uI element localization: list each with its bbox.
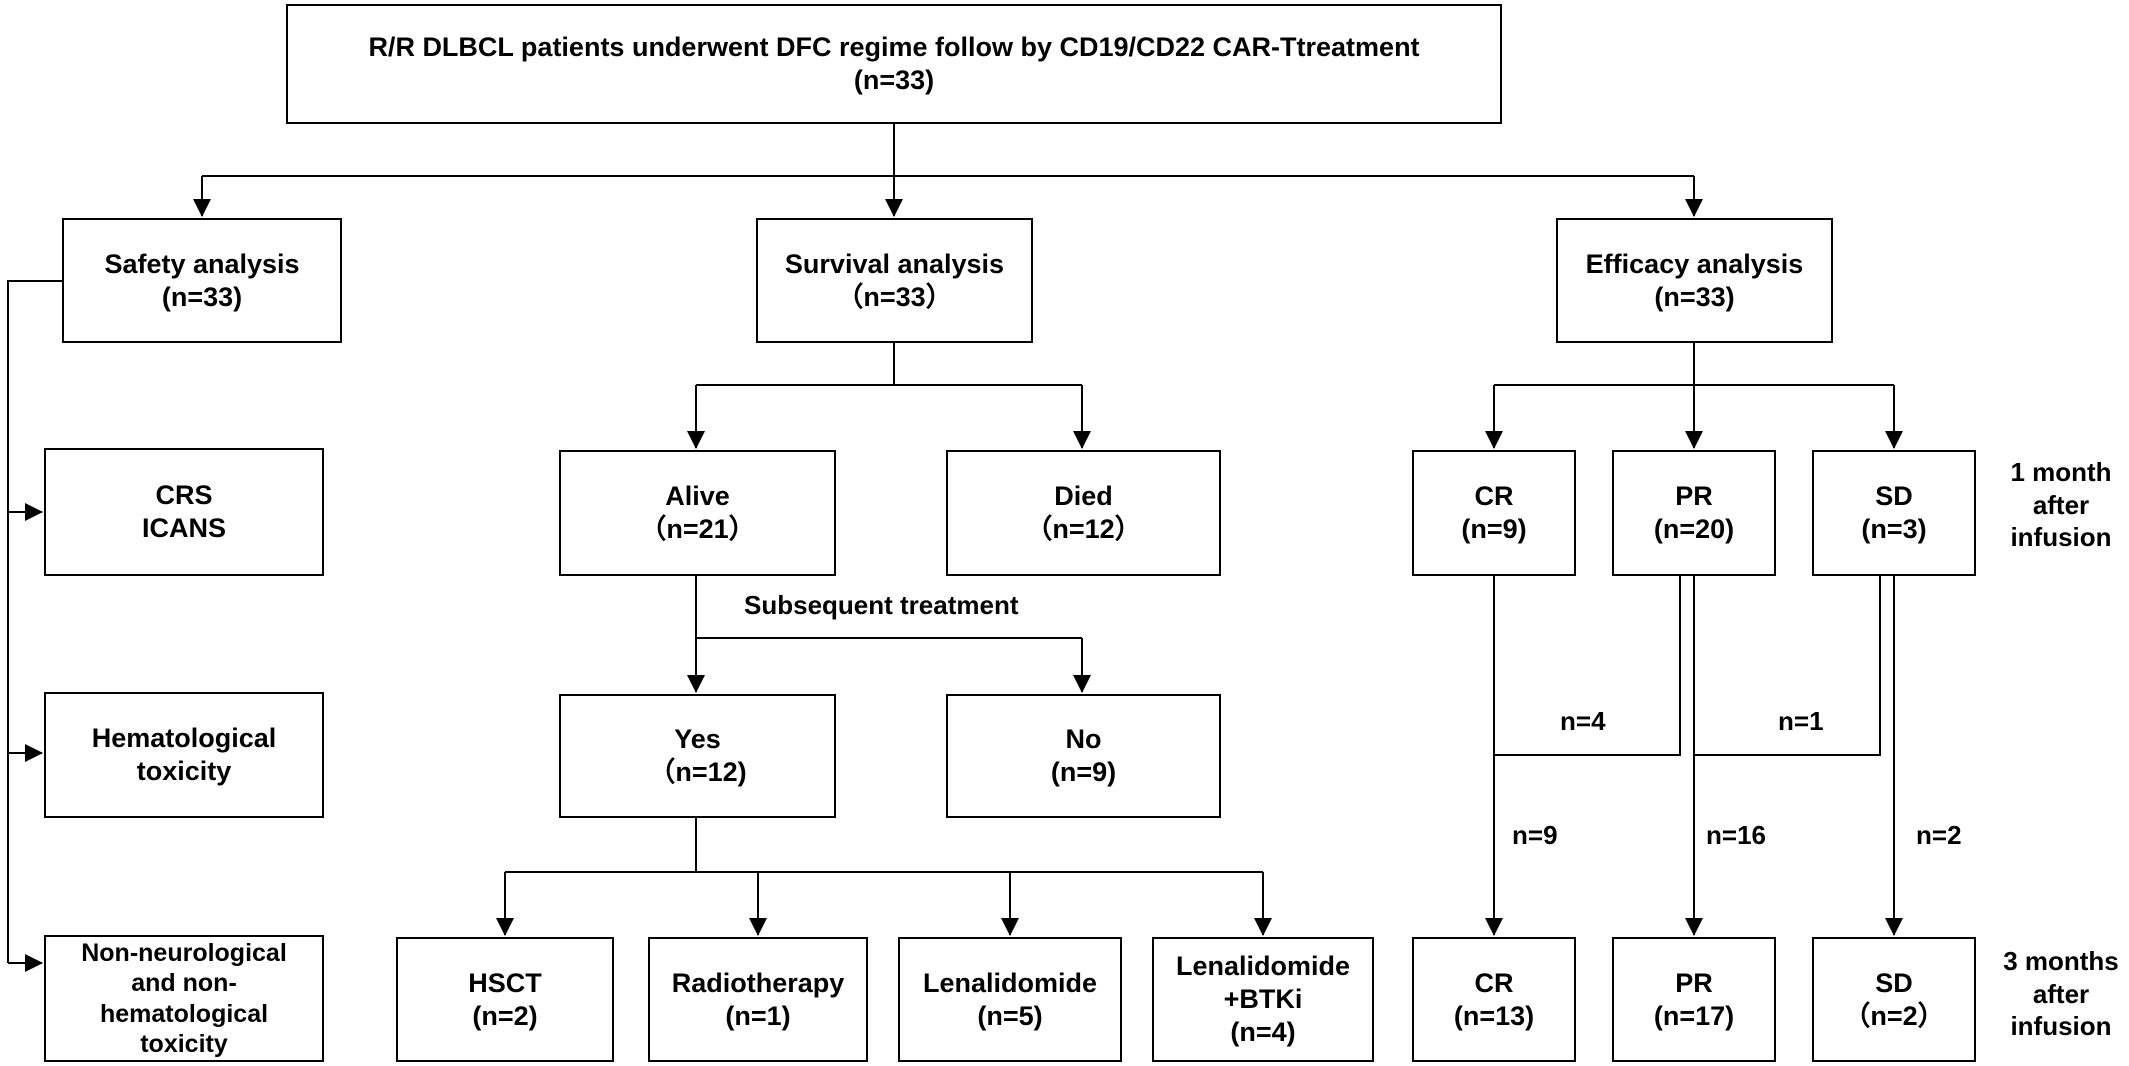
hsct-count: (n=2) xyxy=(472,1000,538,1031)
non-neurological-toxicity-box: Non-neurological and non- hematological … xyxy=(44,935,324,1062)
radiotherapy-label: Radiotherapy xyxy=(671,967,845,998)
lenalidomide-btki-box: Lenalidomide +BTKi (n=4) xyxy=(1152,937,1374,1062)
nonneuro-line3: hematological xyxy=(99,999,269,1028)
cr-3month-box: CR (n=13) xyxy=(1412,937,1576,1062)
lenalidomide-btki-label: Lenalidomide xyxy=(1175,951,1351,982)
toxicity-label: toxicity xyxy=(136,756,232,786)
alive-box: Alive （n=21） xyxy=(559,450,836,576)
timepoint-1month-line3: infusion xyxy=(2010,522,2112,552)
cr-1month-count: (n=9) xyxy=(1461,514,1527,544)
lenalidomide-count: (n=5) xyxy=(977,1000,1043,1031)
radiotherapy-count: (n=1) xyxy=(725,1000,791,1031)
cr-3month-count: (n=13) xyxy=(1453,1000,1535,1031)
pr-1month-label: PR xyxy=(1675,481,1713,512)
pr-3month-box: PR (n=17) xyxy=(1612,937,1776,1062)
lenalidomide-btki-count: (n=4) xyxy=(1230,1016,1296,1047)
pr-1month-box: PR (n=20) xyxy=(1612,450,1776,576)
subsequent-treatment-label: Subsequent treatment xyxy=(744,590,1019,620)
lenalidomide-label: Lenalidomide xyxy=(922,967,1098,998)
crs-label: CRS xyxy=(155,480,213,511)
sd-1month-count: (n=3) xyxy=(1861,514,1927,544)
crs-icans-box: CRS ICANS xyxy=(44,448,324,576)
nonneuro-line4: toxicity xyxy=(140,1030,228,1058)
sd-stay-label: n=2 xyxy=(1916,820,1962,850)
timepoint-3months-line2: after xyxy=(2032,978,2090,1009)
lenalidomide-box: Lenalidomide (n=5) xyxy=(898,937,1122,1062)
efficacy-analysis-box: Efficacy analysis (n=33) xyxy=(1556,218,1833,343)
pr-3month-label: PR xyxy=(1675,967,1713,998)
root-count: (n=33) xyxy=(853,65,935,95)
yes-box: Yes （n=12) xyxy=(559,694,836,818)
safety-analysis-count: (n=33) xyxy=(161,281,243,312)
btki-label: +BTKi xyxy=(1223,984,1303,1015)
sd-1month-label: SD xyxy=(1875,481,1913,512)
hsct-label: HSCT xyxy=(468,967,542,998)
sd-3month-label: SD xyxy=(1875,967,1913,998)
sd-1month-box: SD (n=3) xyxy=(1812,450,1976,576)
alive-label: Alive xyxy=(665,481,730,512)
cr-stay-label: n=9 xyxy=(1512,820,1558,850)
safety-analysis-label: Safety analysis xyxy=(104,248,300,279)
survival-analysis-label: Survival analysis xyxy=(784,248,1005,279)
pr-stay-label: n=16 xyxy=(1706,820,1766,850)
survival-analysis-count: （n=33） xyxy=(836,281,953,312)
died-box: Died （n=12） xyxy=(946,450,1221,576)
nonneuro-line1: Non-neurological xyxy=(81,938,287,967)
link-sd1-to-pr xyxy=(1694,576,1881,756)
died-count: （n=12） xyxy=(1025,514,1142,544)
hsct-box: HSCT (n=2) xyxy=(396,937,614,1062)
timepoint-3months: 3 months after infusion xyxy=(1996,945,2126,1043)
timepoint-1month-line1: 1 month xyxy=(2010,457,2112,487)
cr-1month-box: CR (n=9) xyxy=(1412,450,1576,576)
link-pr1-to-cr xyxy=(1494,576,1681,756)
timepoint-3months-line3: infusion xyxy=(2010,1011,2112,1041)
alive-count: （n=21） xyxy=(639,514,756,544)
pr-3month-count: (n=17) xyxy=(1653,1000,1735,1031)
no-box: No (n=9) xyxy=(946,694,1221,818)
timepoint-3months-line1: 3 months xyxy=(2003,946,2119,976)
radiotherapy-box: Radiotherapy (n=1) xyxy=(648,937,868,1062)
yes-label: Yes xyxy=(674,724,721,755)
hematological-label: Hematological xyxy=(91,723,277,754)
icans-label: ICANS xyxy=(141,513,226,543)
efficacy-analysis-label: Efficacy analysis xyxy=(1585,248,1804,279)
cr-1month-label: CR xyxy=(1474,481,1514,512)
root-box: R/R DLBCL patients underwent DFC regime … xyxy=(286,4,1502,124)
sd-3month-count: （n=2） xyxy=(1843,1000,1945,1031)
sd-to-pr-label: n=1 xyxy=(1778,706,1824,736)
hematological-toxicity-box: Hematological toxicity xyxy=(44,692,324,818)
yes-count: （n=12) xyxy=(648,757,747,787)
pr-1month-count: (n=20) xyxy=(1653,514,1735,544)
safety-analysis-box: Safety analysis (n=33) xyxy=(62,218,342,343)
efficacy-analysis-count: (n=33) xyxy=(1654,281,1735,312)
no-count: (n=9) xyxy=(1050,757,1117,787)
timepoint-1month: 1 month after infusion xyxy=(1998,456,2124,554)
timepoint-1month-line2: after xyxy=(2032,489,2090,520)
root-title: R/R DLBCL patients underwent DFC regime … xyxy=(368,32,1420,63)
died-label: Died xyxy=(1054,481,1113,512)
survival-analysis-box: Survival analysis （n=33） xyxy=(756,218,1033,343)
link-safety-left xyxy=(7,280,62,963)
sd-3month-box: SD （n=2） xyxy=(1812,937,1976,1062)
pr-to-cr-label: n=4 xyxy=(1560,706,1606,736)
no-label: No xyxy=(1065,724,1102,755)
cr-3month-label: CR xyxy=(1474,967,1514,998)
nonneuro-line2: and non- xyxy=(131,969,237,997)
